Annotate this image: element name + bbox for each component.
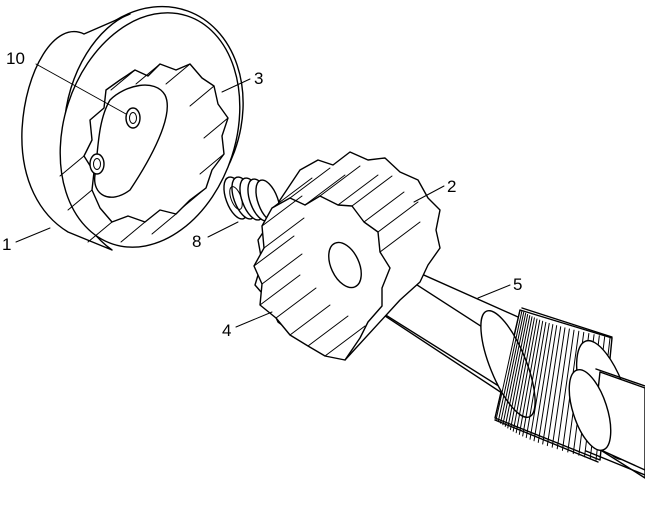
inner-spline-ridge xyxy=(87,221,113,243)
spring-part-8 xyxy=(223,176,281,223)
gear-tooth-ridge xyxy=(263,217,305,249)
knurl-line xyxy=(556,329,575,450)
knurl-line xyxy=(515,318,538,434)
inner-spline-ridge xyxy=(59,155,85,177)
label-part-10: 10 xyxy=(6,49,25,68)
leader-lines xyxy=(15,63,511,328)
knurl-line xyxy=(546,327,566,447)
knurl-line xyxy=(512,317,535,432)
inner-spline-ridge xyxy=(189,85,215,107)
label-part-8: 8 xyxy=(192,232,201,251)
knurl-line xyxy=(525,321,547,439)
knurl-line xyxy=(537,325,558,443)
inner-spline-ridge xyxy=(67,189,93,211)
gear-tooth-ridge xyxy=(363,191,405,223)
housing-inner-splines xyxy=(59,63,229,243)
gear-tooth-ridge xyxy=(289,304,331,336)
inner-spline-ridge xyxy=(120,221,146,243)
knurl-line xyxy=(504,313,529,427)
gear-tooth-ridge xyxy=(324,325,366,357)
label-part-3: 3 xyxy=(254,69,263,88)
splined-gear-part-2-4 xyxy=(253,151,441,361)
knurl-line xyxy=(509,316,533,431)
label-part-1: 1 xyxy=(2,235,11,254)
gear-tooth-ridge xyxy=(379,221,421,253)
inner-spline-ridge xyxy=(135,63,161,85)
gear-tooth-ridge xyxy=(289,167,331,199)
gear-tooth-ridge xyxy=(253,235,295,267)
inner-spline-ridge xyxy=(110,69,136,91)
knurl-line xyxy=(533,324,554,442)
gear-tooth-ridge xyxy=(351,175,393,207)
knurl-line xyxy=(522,320,544,437)
gear-tooth-ridge xyxy=(377,201,419,233)
gear-tooth-ridge xyxy=(261,195,303,227)
knurl-line xyxy=(551,328,570,448)
label-part-4: 4 xyxy=(222,321,231,340)
gear-tooth-ridge xyxy=(259,274,301,306)
gear-tooth-ridge xyxy=(307,315,349,347)
gear-tooth-ridge xyxy=(319,165,361,197)
label-part-5: 5 xyxy=(513,275,522,294)
cup-housing-part-1 xyxy=(21,5,244,251)
knurl-line xyxy=(502,312,527,426)
inner-spline-ridge xyxy=(165,63,191,85)
inner-spline-ridge xyxy=(151,213,177,235)
label-part-2: 2 xyxy=(447,177,456,196)
inner-spline-ridge xyxy=(181,187,207,209)
knurl-line xyxy=(497,310,523,423)
knurl-line xyxy=(542,326,562,445)
gear-tooth-ridge xyxy=(271,177,313,209)
knurl-line xyxy=(500,311,525,424)
hole-part-10 xyxy=(89,107,141,175)
knurl-line xyxy=(495,309,521,421)
gear-tooth-ridge xyxy=(304,174,346,206)
inner-spline-ridge xyxy=(199,153,225,175)
knurl-line xyxy=(518,319,541,435)
knurl-line xyxy=(529,322,550,440)
knurl-lines xyxy=(495,309,611,461)
knurl-line xyxy=(507,315,531,429)
gear-tooth-ridge xyxy=(275,287,317,319)
inner-spline-ridge xyxy=(203,117,229,139)
gear-teeth-ridges xyxy=(253,165,421,357)
gear-tooth-ridge xyxy=(337,174,379,206)
gear-tooth-ridge xyxy=(261,253,303,285)
part-labels: 10 3 1 8 2 4 5 xyxy=(2,49,522,340)
